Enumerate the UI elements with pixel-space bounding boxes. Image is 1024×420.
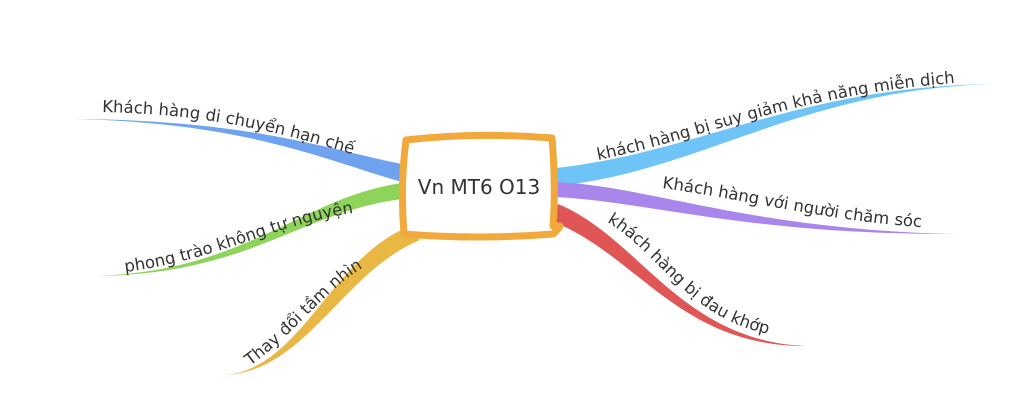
central-topic[interactable]: Vn MT6 O13	[398, 131, 564, 241]
central-topic-label: Vn MT6 O13	[418, 175, 540, 199]
branch-label[interactable]: phong trào không tự nguyện	[123, 198, 354, 276]
branch-line	[224, 228, 420, 375]
branch-2[interactable]: Thay đổi tầm nhìn	[224, 228, 420, 375]
branch-0[interactable]: Khách hàng di chuyển hạn chế	[75, 97, 402, 182]
central-topic-box	[398, 131, 564, 241]
branch-line	[97, 183, 402, 276]
branch-5[interactable]: khách hàng bị đau khớp	[554, 204, 805, 346]
branch-3[interactable]: khách hàng bị suy giảm khả năng miễn dịc…	[556, 68, 995, 186]
branch-label[interactable]: khách hàng bị đau khớp	[605, 209, 772, 338]
branch-label[interactable]: khách hàng bị suy giảm khả năng miễn dịc…	[595, 68, 955, 164]
branch-line	[554, 204, 805, 346]
branch-line	[556, 182, 958, 235]
branch-label[interactable]: Thay đổi tầm nhìn	[240, 255, 365, 370]
branch-line	[75, 119, 402, 182]
branch-line	[556, 84, 995, 186]
